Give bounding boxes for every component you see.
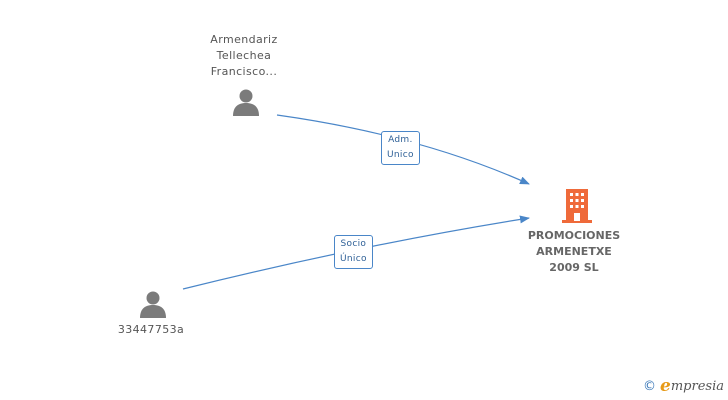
edge-label-adm-unico[interactable]: Adm. Unico (381, 131, 420, 165)
company-label[interactable]: PROMOCIONES ARMENETXE 2009 SL (518, 228, 630, 276)
edge-label-bottom-line-1: Socio (340, 239, 367, 249)
company-label-line-3: 2009 SL (549, 261, 599, 274)
brand-name: mpresia (670, 378, 724, 394)
edge-label-top-line-2: Unico (387, 150, 414, 160)
edge-label-top-line-1: Adm. (388, 135, 413, 145)
person-icon[interactable] (139, 290, 167, 318)
company-label-line-2: ARMENETXE (536, 245, 612, 258)
person-top-label[interactable]: Armendariz Tellechea Francisco... (196, 32, 292, 80)
edge-label-bottom-line-2: Único (340, 254, 367, 264)
company-label-line-1: PROMOCIONES (527, 229, 621, 242)
building-icon[interactable] (561, 189, 593, 223)
edge-label-socio-unico[interactable]: Socio Único (334, 235, 373, 269)
brand-watermark: © e mpresia (643, 376, 724, 396)
brand-initial: e (660, 376, 671, 396)
person-top-label-line-3: Francisco... (210, 65, 278, 78)
copyright-symbol: © (643, 378, 657, 394)
person-bottom-label[interactable]: 33447753a (117, 323, 185, 336)
person-top-label-line-2: Tellechea (216, 49, 272, 62)
person-icon[interactable] (232, 88, 260, 116)
person-top-label-line-1: Armendariz (210, 33, 278, 46)
